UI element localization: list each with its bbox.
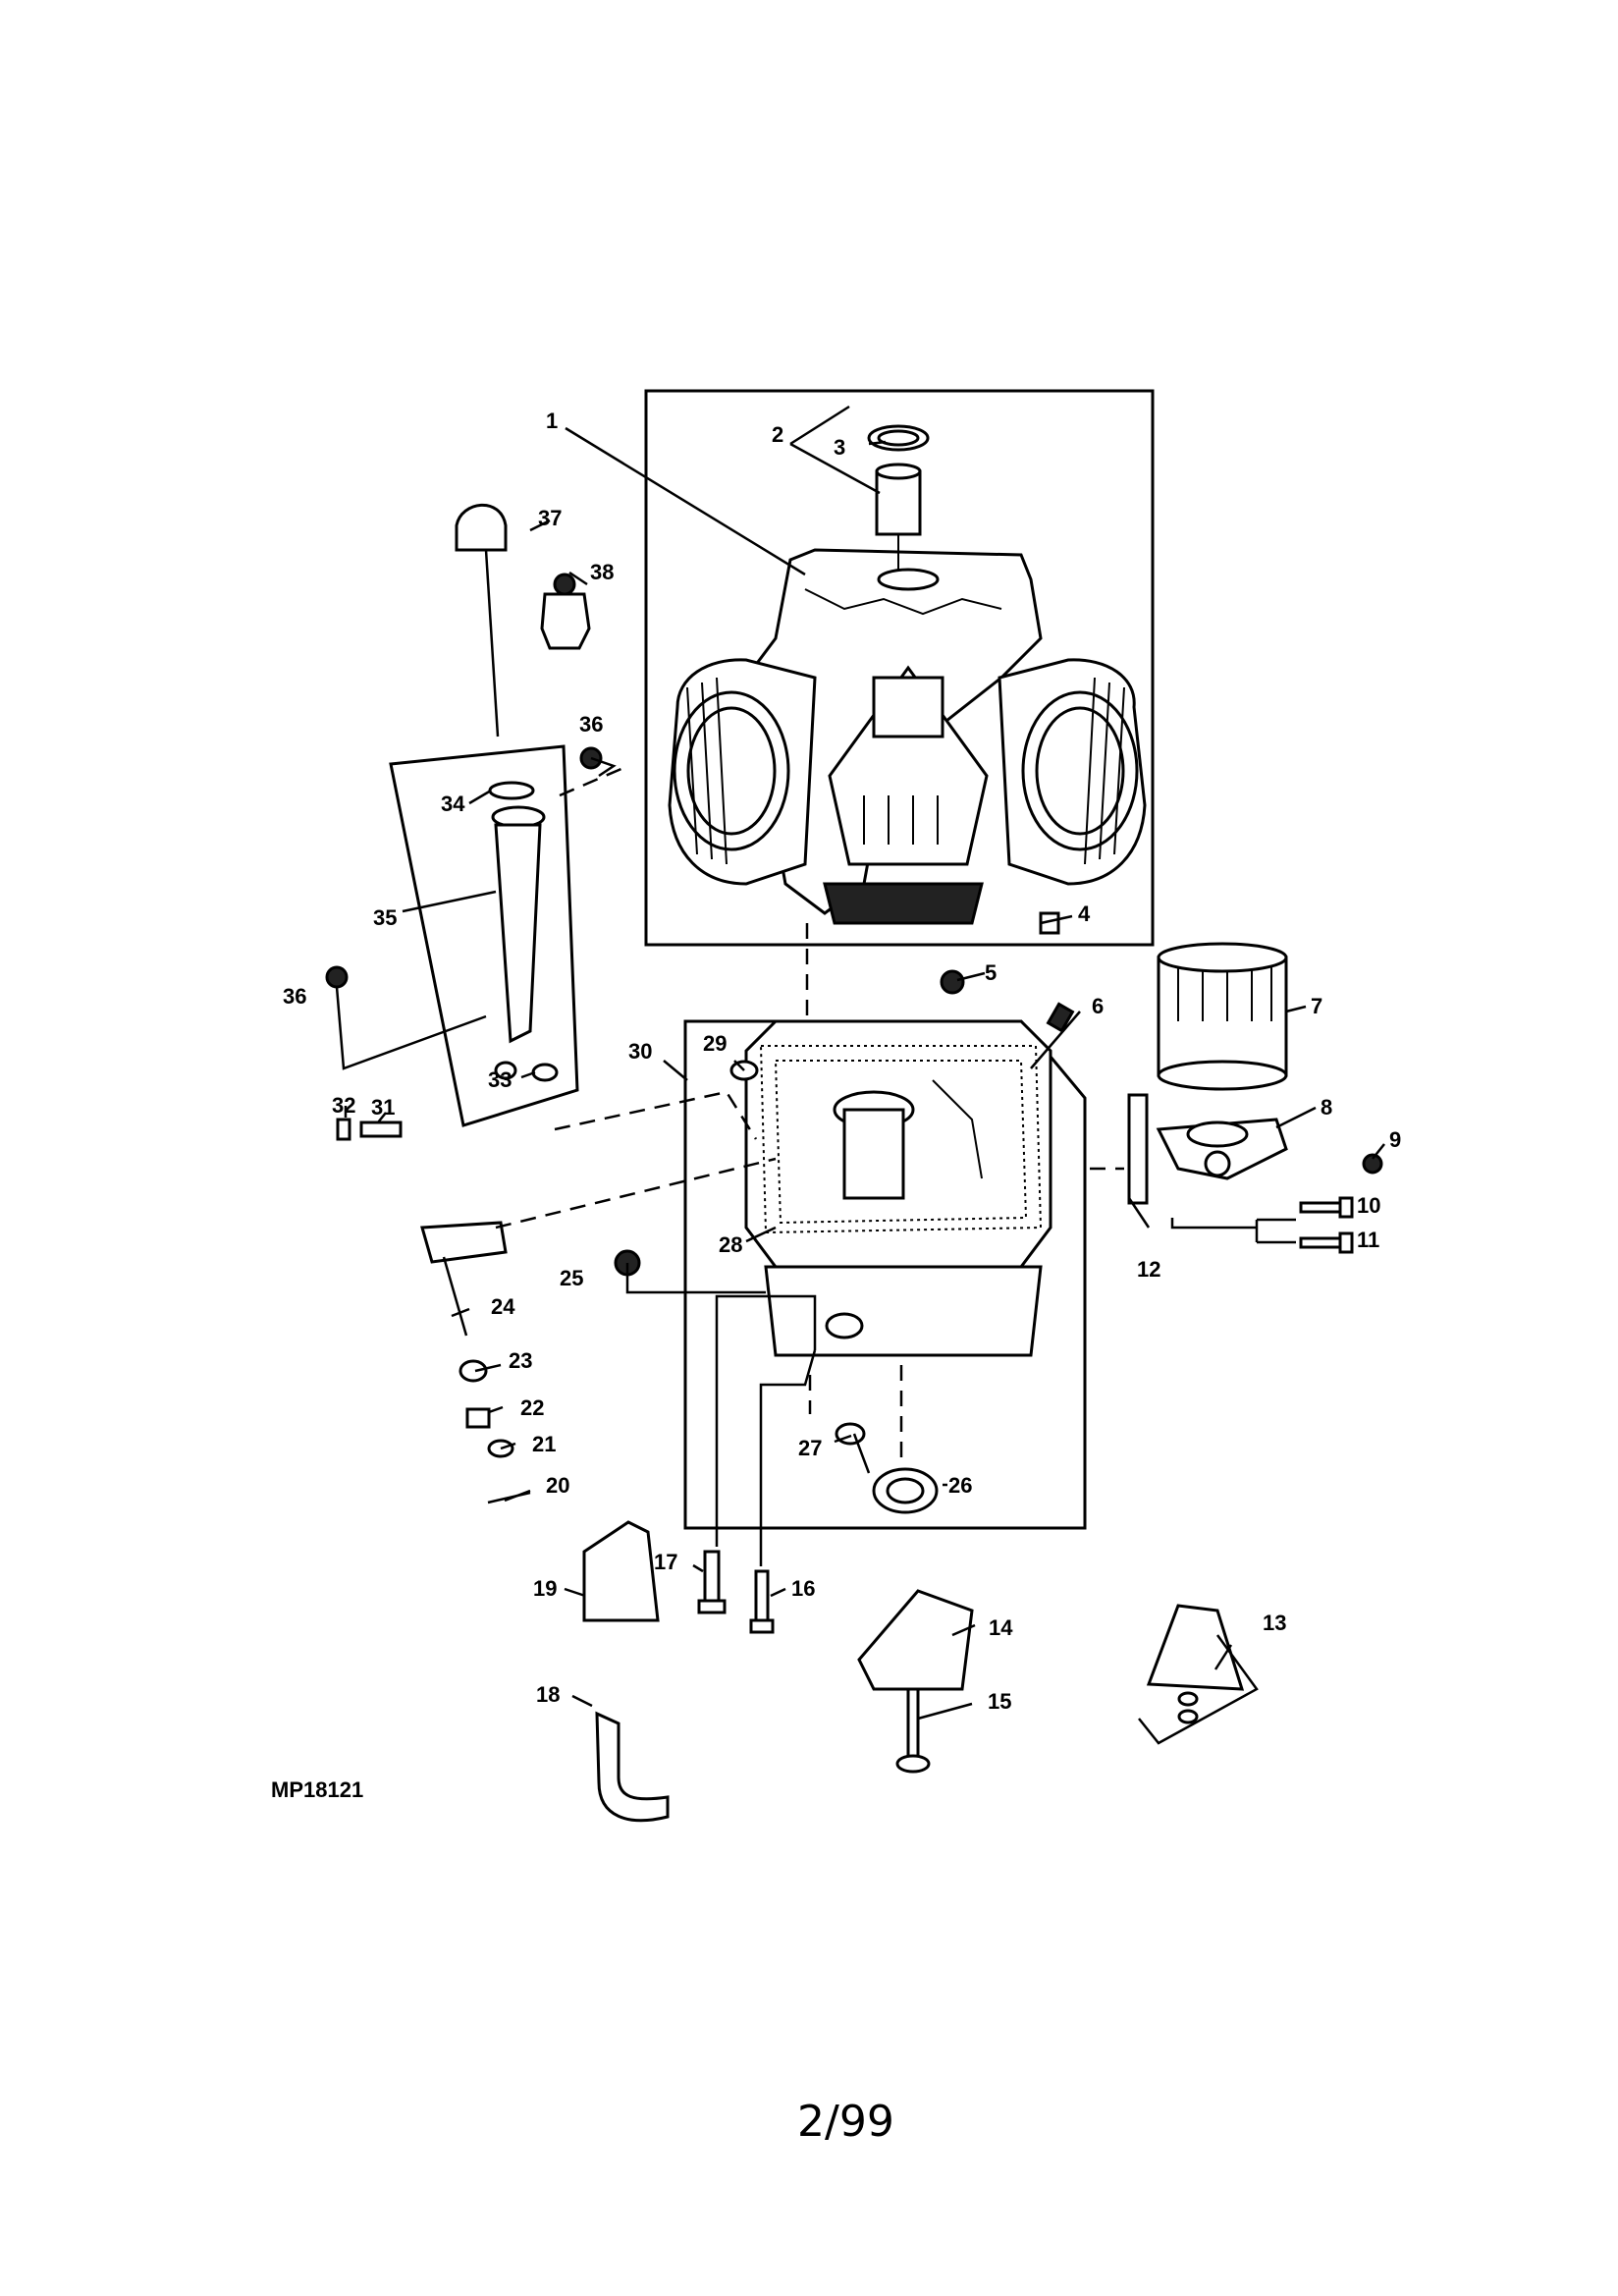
leader-lines xyxy=(335,405,1385,1745)
dipstick-tube-group-box xyxy=(389,744,579,1127)
o-ring-33-drawing xyxy=(531,1063,559,1082)
callout-16: 16 xyxy=(791,1576,815,1601)
mount-14-drawing xyxy=(857,1589,974,1691)
part-31-drawing xyxy=(359,1121,403,1138)
governor-arm-drawing xyxy=(420,1221,508,1337)
callout-23: 23 xyxy=(509,1348,532,1373)
screw-36-left-drawing xyxy=(325,965,349,989)
callout-7: 7 xyxy=(1311,994,1322,1018)
callout-12: 12 xyxy=(1137,1257,1160,1282)
small-parts-20-23-drawing xyxy=(458,1359,531,1504)
callout-11: 11 xyxy=(1357,1228,1379,1252)
fitting-6-drawing xyxy=(1046,1002,1075,1033)
page-number: 2/99 xyxy=(797,2097,894,2147)
callout-30: 30 xyxy=(628,1039,652,1064)
callout-21: 21 xyxy=(532,1432,556,1456)
callout-19: 19 xyxy=(533,1576,557,1601)
crankcase-drawing xyxy=(668,548,1147,925)
callout-6: 6 xyxy=(1092,994,1104,1018)
filter-adapter-drawing xyxy=(1127,1093,1288,1205)
oil-seal-26-drawing xyxy=(872,1467,939,1514)
callout-36-left: 36 xyxy=(283,984,306,1009)
callout-37: 37 xyxy=(538,506,562,530)
callout-29: 29 xyxy=(703,1031,727,1056)
gasket-13-drawing xyxy=(1146,1604,1245,1724)
callout-17: 17 xyxy=(654,1550,677,1574)
callout-15: 15 xyxy=(988,1689,1011,1714)
callout-22: 22 xyxy=(520,1395,544,1420)
pressure-switch-drawing xyxy=(540,573,591,650)
bushing-and-seal-drawing xyxy=(867,424,930,570)
callout-2: 2 xyxy=(772,422,783,447)
fitting-5-drawing xyxy=(940,969,965,995)
callout-35: 35 xyxy=(373,905,397,930)
callout-8: 8 xyxy=(1321,1095,1332,1120)
breather-hose-18-drawing xyxy=(595,1711,670,1823)
callout-3: 3 xyxy=(834,435,845,460)
dipstick-tube-drawing xyxy=(488,781,546,1080)
oil-filter-drawing xyxy=(1157,942,1288,1091)
callout-18: 18 xyxy=(536,1682,560,1707)
callout-14: 14 xyxy=(989,1615,1013,1640)
bolt-17-drawing xyxy=(697,1550,727,1614)
base-casting-drawing xyxy=(744,1019,1052,1357)
callout-33: 33 xyxy=(488,1067,512,1092)
callout-4: 4 xyxy=(1078,902,1091,926)
screw-15-drawing xyxy=(895,1687,931,1774)
callout-5: 5 xyxy=(985,960,997,985)
dashed-assembly-lines xyxy=(495,766,1124,1463)
callout-24: 24 xyxy=(491,1294,515,1319)
callout-27: 27 xyxy=(798,1436,822,1460)
callout-32: 32 xyxy=(332,1093,355,1118)
callout-38: 38 xyxy=(590,560,614,584)
callout-10: 10 xyxy=(1357,1193,1380,1218)
callout-26: 26 xyxy=(948,1473,972,1498)
callout-20: 20 xyxy=(546,1473,569,1498)
callout-1: 1 xyxy=(546,409,558,433)
callout-9: 9 xyxy=(1389,1127,1401,1152)
figure-id-label: MP18121 xyxy=(271,1777,363,1802)
screws-10-11-drawing xyxy=(1299,1153,1383,1254)
callout-25: 25 xyxy=(560,1266,583,1290)
dipstick-drawing xyxy=(455,503,508,738)
part-32-drawing xyxy=(336,1118,351,1141)
callout-31: 31 xyxy=(371,1095,395,1120)
callout-13: 13 xyxy=(1263,1611,1286,1635)
shield-19-drawing xyxy=(582,1520,660,1622)
callout-labels: 1 2 3 4 5 6 7 8 9 10 11 12 13 14 15 16 1… xyxy=(283,409,1401,1714)
callout-28: 28 xyxy=(719,1232,742,1257)
crankcase-group-box xyxy=(644,389,1155,947)
callout-34: 34 xyxy=(441,792,465,816)
bolt-16-drawing xyxy=(749,1569,775,1634)
callout-36-top: 36 xyxy=(579,712,603,737)
